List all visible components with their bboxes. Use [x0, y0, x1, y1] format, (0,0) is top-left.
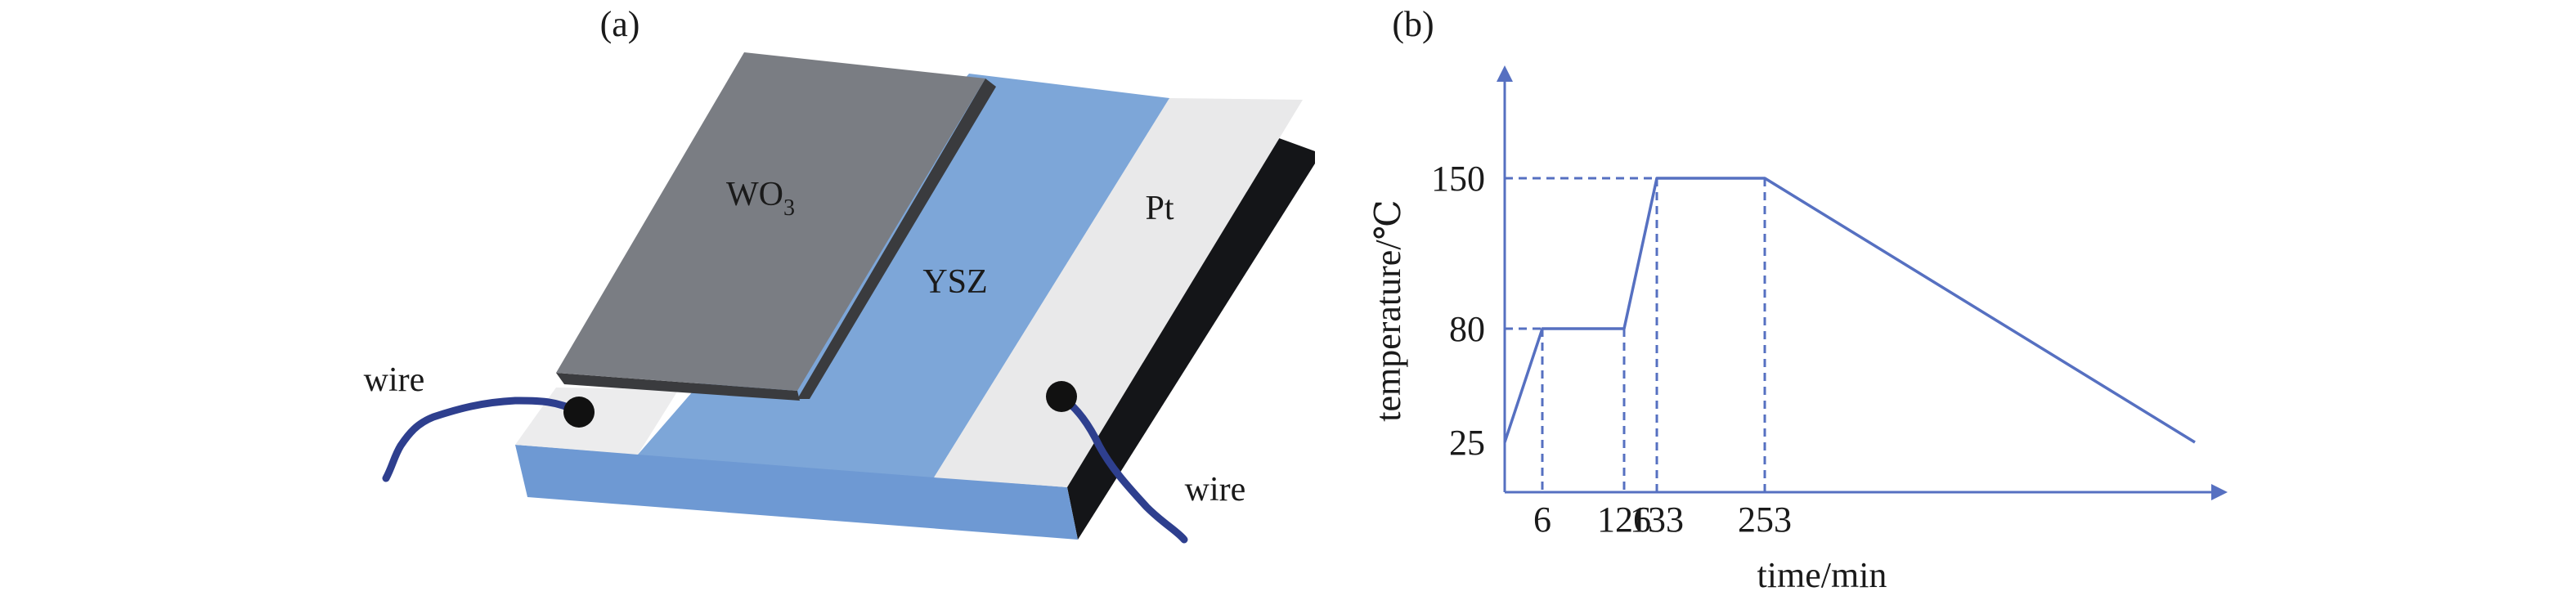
left-wire-label: wire — [364, 361, 425, 399]
panel-a-label: (a) — [600, 4, 640, 44]
x-tick-label: 253 — [1738, 500, 1792, 540]
x-tick-label: 133 — [1630, 500, 1684, 540]
panel-a: (a) WO3 YSZ Pt wire wire — [364, 4, 1315, 544]
x-tick-label: 6 — [1533, 500, 1551, 540]
temperature-profile-line — [1503, 177, 2196, 444]
substrate-front-face — [515, 445, 1078, 540]
y-tick-label: 25 — [1449, 423, 1485, 463]
wo3-label: WO3 — [726, 176, 795, 221]
right-wire — [1057, 392, 1188, 544]
right-wire-label: wire — [1185, 471, 1246, 509]
left-wire — [382, 397, 583, 482]
substrate-right-side — [1067, 98, 1315, 540]
ysz-label: YSZ — [922, 263, 987, 301]
left-contact-dot — [563, 397, 595, 428]
x-tick-label: 126 — [1597, 500, 1651, 540]
pt-electrode — [934, 98, 1303, 487]
y-axis-arrow — [1497, 65, 1513, 82]
right-contact-dot — [1046, 381, 1077, 412]
wo3-film — [556, 52, 985, 391]
panel-b-label: (b) — [1392, 4, 1434, 44]
y-axis-title: temperature/℃ — [1368, 199, 1408, 422]
pt-label: Pt — [1145, 190, 1174, 227]
x-axis-arrow — [2211, 484, 2228, 500]
x-axis-title: time/min — [1757, 555, 1887, 595]
wo3-front-edge — [556, 373, 800, 401]
wo3-edge — [797, 78, 996, 399]
y-tick-label: 80 — [1449, 309, 1485, 349]
y-tick-label: 150 — [1431, 159, 1485, 199]
